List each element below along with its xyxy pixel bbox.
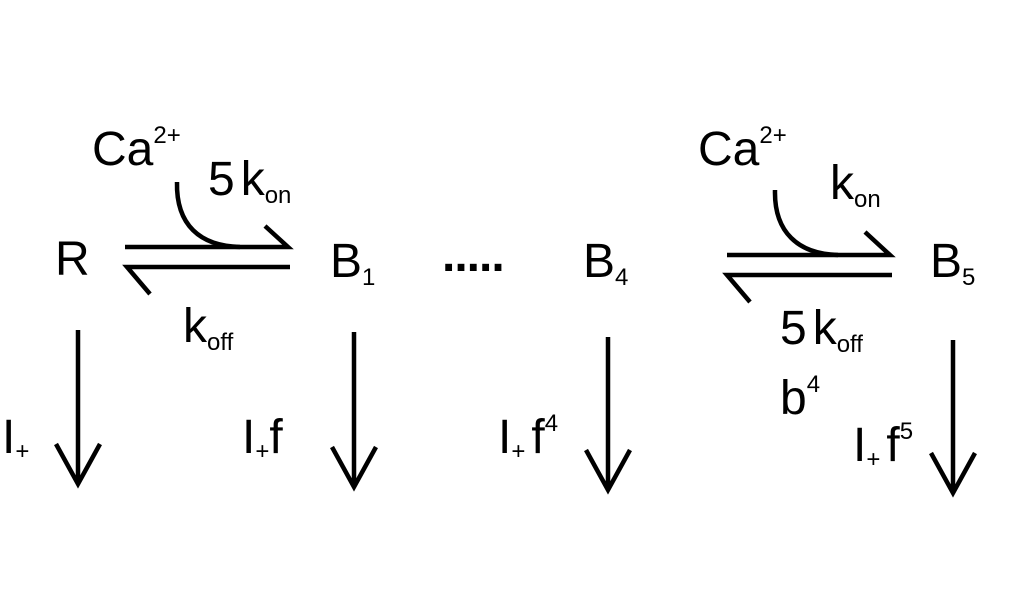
- b4-emission-label: I+f4: [498, 410, 559, 465]
- state-b4: B4: [583, 235, 629, 291]
- left-binding-curve: [174, 181, 241, 250]
- r-emission-arrow: [54, 330, 102, 489]
- right-binding-curve: [772, 189, 839, 258]
- ellipsis: .....: [442, 229, 505, 282]
- b1-emission-arrow: [330, 332, 378, 492]
- state-r: R: [55, 233, 90, 286]
- right-forward-rate: kon: [830, 157, 881, 213]
- left-forward-arrow: [125, 224, 294, 250]
- left-reverse-rate: koff: [183, 300, 234, 356]
- right-calcium-label: Ca2+: [698, 122, 787, 176]
- b4-emission-arrow: [584, 337, 632, 495]
- right-forward-arrow: [727, 230, 896, 258]
- state-b5: B5: [930, 235, 976, 291]
- b5-emission-arrow: [929, 340, 977, 498]
- b1-emission-label: I+f: [242, 411, 283, 465]
- b5-emission-label: I+f5: [853, 418, 914, 473]
- left-reverse-arrow: [122, 264, 290, 296]
- right-reverse-arrow: [722, 272, 892, 304]
- state-b1: B1: [330, 235, 376, 291]
- left-calcium-label: Ca2+: [92, 122, 181, 176]
- right-factor-label: b4: [780, 371, 821, 425]
- r-emission-label: I+: [2, 411, 30, 465]
